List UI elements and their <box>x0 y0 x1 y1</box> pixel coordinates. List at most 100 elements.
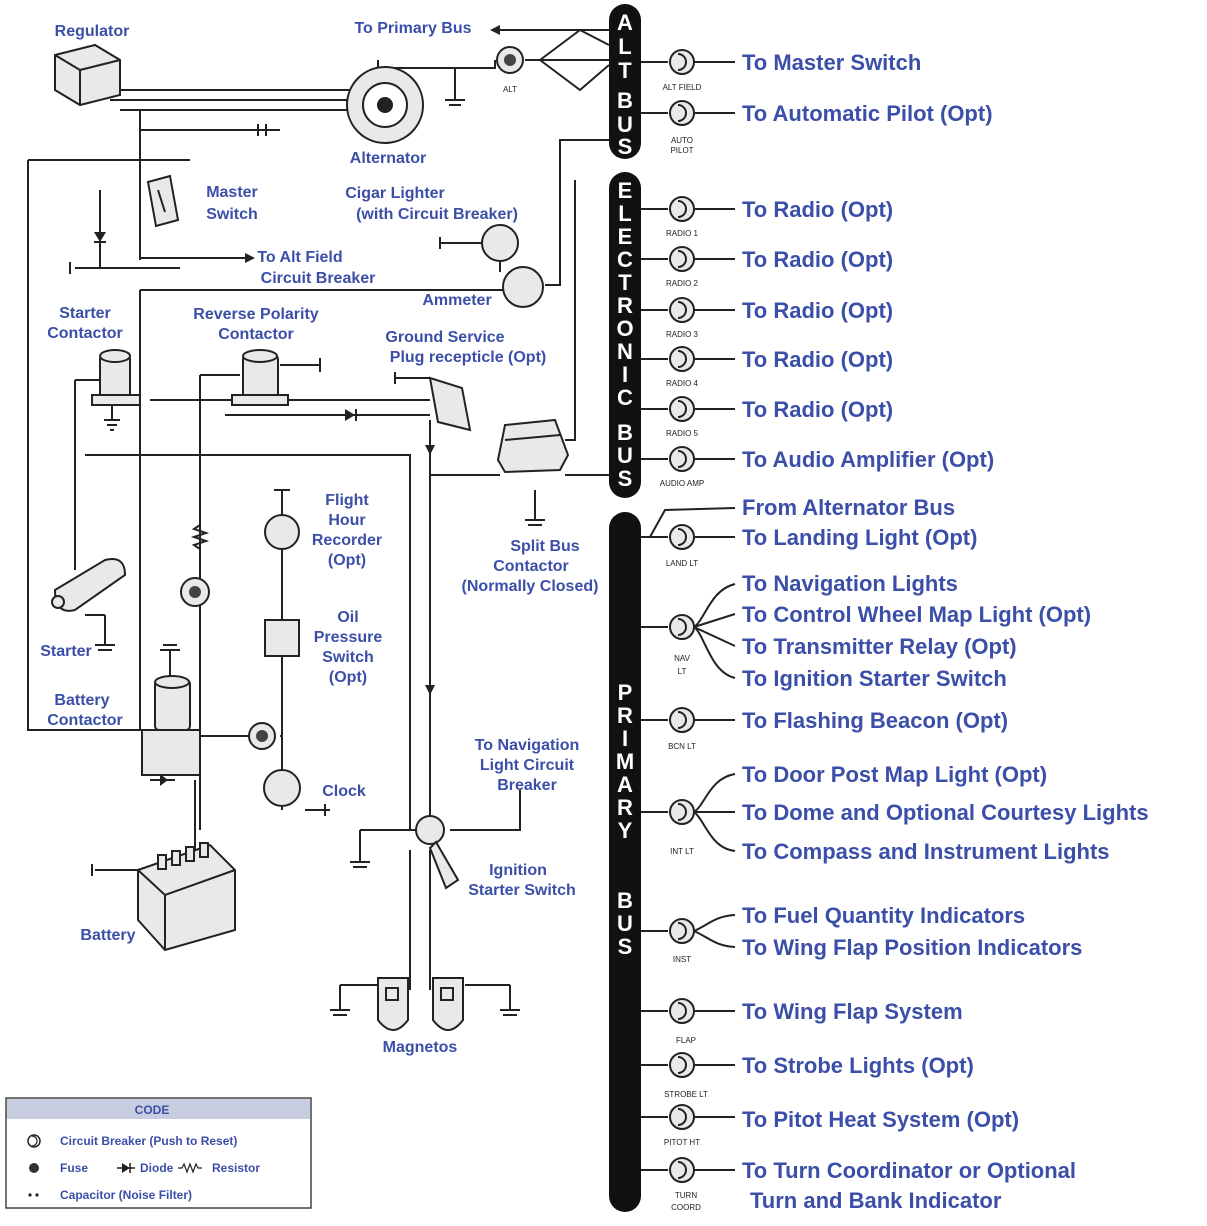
breaker-turn-coord: TURN COORD <box>641 1157 735 1212</box>
circuit-breaker-icon <box>27 1134 41 1148</box>
master-switch <box>146 174 180 228</box>
label-to-nav-cb: Light Circuit <box>480 757 575 774</box>
electronic-bus-letter: C <box>617 385 633 410</box>
electronic-bus-letter: L <box>618 201 631 226</box>
capacitor-icon <box>28 1193 39 1197</box>
breaker-label: AUTO <box>671 136 693 145</box>
label-ground-service: Ground Service <box>385 329 504 346</box>
label-ammeter: Ammeter <box>422 292 491 309</box>
label-reverse-polarity: Contactor <box>218 326 294 343</box>
breaker-label: BCN LT <box>668 742 696 751</box>
electronic-bus-letter: B <box>617 420 633 445</box>
ignition-starter-switch <box>415 815 460 890</box>
label-to-pitot-heat: To Pitot Heat System (Opt) <box>742 1107 1019 1132</box>
breaker-pitot-ht: PITOT HT <box>641 1104 735 1147</box>
breaker-radio-4: RADIO 4 <box>641 346 735 388</box>
alt-bus-letter: S <box>618 134 633 159</box>
breaker-radio-5: RADIO 5 <box>641 396 735 438</box>
reverse-polarity-contactor <box>231 349 289 406</box>
label-to-wing-flap-sys: To Wing Flap System <box>742 999 963 1024</box>
label-cigar-lighter: Cigar Lighter <box>345 185 445 202</box>
label-ignition-switch: Ignition <box>489 862 547 879</box>
primary-bus-letter: R <box>617 703 633 728</box>
label-to-transmitter-relay: To Transmitter Relay (Opt) <box>742 634 1017 659</box>
breaker-label: COORD <box>671 1203 701 1212</box>
label-split-bus: (Normally Closed) <box>462 578 599 595</box>
breaker-label: ALT <box>503 85 517 94</box>
code-diode: Diode <box>140 1161 174 1175</box>
battery <box>137 842 236 952</box>
breaker-label: INST <box>673 955 691 964</box>
breaker-flap: FLAP <box>641 998 735 1045</box>
label-starter-contactor: Contactor <box>47 325 123 342</box>
alt-bus-letter: L <box>618 34 631 59</box>
label-to-radio-1: To Radio (Opt) <box>742 197 893 222</box>
label-to-audio-amp: To Audio Amplifier (Opt) <box>742 447 994 472</box>
code-title: CODE <box>135 1103 170 1117</box>
breaker-radio-3: RADIO 3 <box>641 297 735 339</box>
electronic-bus: E L E C T R O N I C B U S <box>609 172 641 498</box>
primary-bus-letter: B <box>617 888 633 913</box>
alt-circuit-breaker: ALT <box>496 46 524 94</box>
breaker-audio-amp: AUDIO AMP <box>641 446 735 488</box>
label-to-flashing-beacon: To Flashing Beacon (Opt) <box>742 708 1008 733</box>
breaker-label: ALT FIELD <box>663 83 702 92</box>
label-cigar-lighter: (with Circuit Breaker) <box>356 206 518 223</box>
label-split-bus: Split Bus <box>510 538 579 555</box>
electronic-bus-letter: R <box>617 293 633 318</box>
label-oil-pressure: Oil <box>337 609 358 626</box>
primary-bus-letter: R <box>617 795 633 820</box>
breaker-label: RADIO 4 <box>666 379 699 388</box>
label-to-strobe: To Strobe Lights (Opt) <box>742 1053 974 1078</box>
breaker-label: FLAP <box>676 1036 696 1045</box>
oil-pressure-switch <box>264 619 300 657</box>
primary-bus-letter: I <box>622 726 628 751</box>
primary-bus-letter: P <box>618 680 633 705</box>
primary-bus-letter: A <box>617 772 633 797</box>
label-flight-hour: (Opt) <box>328 552 366 569</box>
resistor-icon <box>178 1162 202 1174</box>
breaker-land-lt: LAND LT <box>641 507 736 568</box>
label-to-fuel-qty: To Fuel Quantity Indicators <box>742 903 1025 928</box>
code-legend: CODE Circuit Breaker (Push to Reset) Fus… <box>5 1097 312 1209</box>
breaker-strobe-lt: STROBE LT <box>641 1052 735 1099</box>
breaker-label: PILOT <box>670 146 693 155</box>
breaker-label: NAV <box>674 654 691 663</box>
label-oil-pressure: Switch <box>322 649 374 666</box>
label-reverse-polarity: Reverse Polarity <box>193 306 319 323</box>
label-starter-contactor: Starter <box>59 305 111 322</box>
label-to-dome-courtesy: To Dome and Optional Courtesy Lights <box>742 800 1149 825</box>
breaker-inst: INST <box>641 914 736 964</box>
battery-contactor <box>141 675 201 776</box>
electronic-bus-letter: E <box>618 178 633 203</box>
label-to-nav-lights: To Navigation Lights <box>742 571 958 596</box>
breaker-radio-2: RADIO 2 <box>641 246 735 288</box>
breaker-label: AUDIO AMP <box>660 479 704 488</box>
breaker-label: STROBE LT <box>664 1090 708 1099</box>
label-flight-hour: Hour <box>328 512 365 529</box>
starter-contactor <box>91 349 141 406</box>
breaker-label: RADIO 1 <box>666 229 699 238</box>
label-split-bus: Contactor <box>493 558 569 575</box>
label-to-nav-cb: To Navigation <box>475 737 580 754</box>
label-to-landing-light: To Landing Light (Opt) <box>742 525 977 550</box>
breaker-nav-lt: NAV LT <box>641 583 736 679</box>
label-battery-contactor: Battery <box>54 692 109 709</box>
electronic-bus-letter: S <box>618 466 633 491</box>
label-ground-service: Plug recepticle (Opt) <box>390 349 546 366</box>
label-oil-pressure: (Opt) <box>329 669 367 686</box>
label-to-wing-flap-pos: To Wing Flap Position Indicators <box>742 935 1082 960</box>
breaker-bcn-lt: BCN LT <box>641 707 735 751</box>
label-turn-bank: Turn and Bank Indicator <box>750 1188 1002 1213</box>
regulator <box>54 43 121 107</box>
ground-service-plug <box>428 376 472 432</box>
electronic-bus-letter: C <box>617 247 633 272</box>
code-resistor: Resistor <box>212 1161 260 1175</box>
electronic-bus-letter: U <box>617 443 633 468</box>
breaker-label: RADIO 5 <box>666 429 699 438</box>
code-fuse: Fuse <box>60 1161 88 1175</box>
split-bus-contactor <box>496 418 570 474</box>
label-clock: Clock <box>322 783 366 800</box>
flight-hour-recorder <box>264 514 300 550</box>
